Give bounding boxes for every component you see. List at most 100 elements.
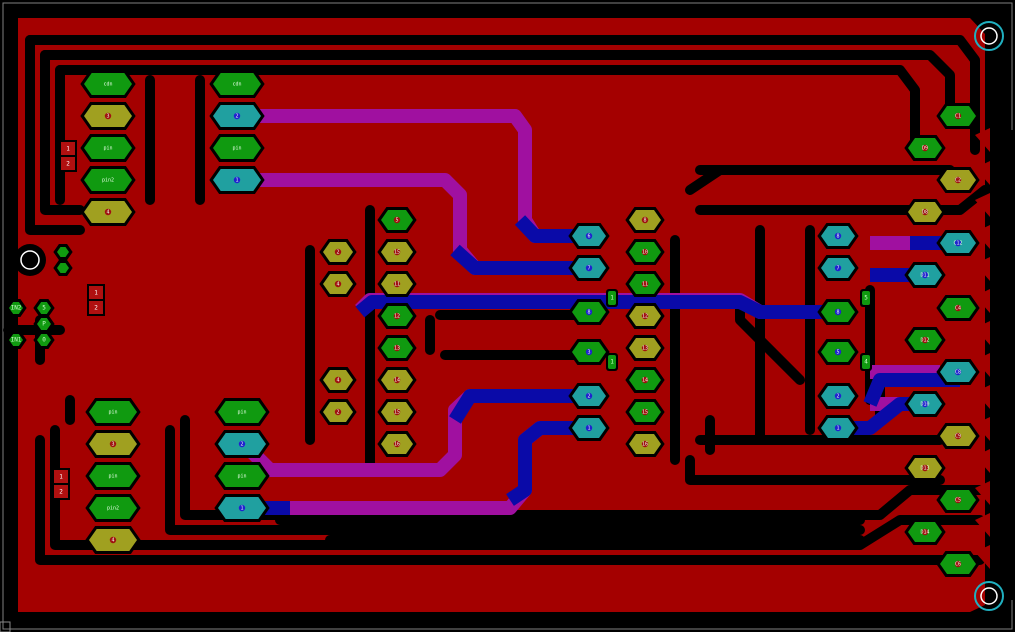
chip-left-pin-middle: 5	[377, 207, 417, 233]
edge-connector-pad: C2	[936, 167, 980, 193]
chip-left-pin-middle-label: 15	[394, 410, 400, 416]
chip-left-pin-outer: 4	[319, 271, 357, 297]
corner-marker	[0, 621, 11, 632]
chip-left-pin-inner: 8	[568, 299, 610, 325]
mounting-hole-left	[14, 244, 46, 276]
left-edge-pad: IN2	[5, 299, 27, 317]
tiny-tab: 4	[860, 353, 872, 371]
left-edge-pad	[53, 244, 73, 260]
connector-pad-top-mid: cdn	[209, 70, 265, 98]
chip-left-pin-middle: 11	[377, 271, 417, 297]
connector-pad-top-mid-label: 1	[235, 178, 238, 184]
left-edge-pad: 5	[33, 299, 55, 317]
chip-left-pin-middle: 12	[377, 303, 417, 329]
chip-left-pin-outer-label: 2	[336, 250, 339, 256]
chip-left-pin-right: 15	[625, 399, 665, 425]
edge-connector-pad-label: C6	[955, 562, 961, 568]
resistor-c-label: 1	[59, 474, 63, 481]
chip-right-pin-right-label: D13	[920, 466, 929, 472]
connector-pad-top-left: 4	[80, 198, 136, 226]
chip-left-pin-outer: 2	[319, 239, 357, 265]
edge-connector-pad: C5	[936, 487, 980, 513]
edge-connector-pad-label: C9	[955, 434, 961, 440]
chip-left-pin-outer: 2	[319, 399, 357, 425]
chip-left-pin-right-label: 15	[642, 410, 648, 416]
tiny-tab-label: 4	[864, 359, 868, 366]
connector-pad-top-mid-label: cdn	[232, 82, 241, 88]
chip-right-pin-right: D9	[904, 135, 946, 161]
chip-right-pin-left-label: 8	[836, 234, 839, 240]
chip-right-pin-right: D11	[904, 262, 946, 288]
left-edge-pad-label: IN1	[11, 337, 22, 344]
chip-left-pin-outer-label: 2	[336, 410, 339, 416]
chip-left-pin-outer-label: 4	[336, 378, 339, 384]
connector-pad-bottom-left: pin	[85, 462, 141, 490]
edge-connector-pad: C4	[936, 295, 980, 321]
connector-pad-bottom-left: 3	[85, 430, 141, 458]
left-edge-pad	[53, 260, 73, 276]
chip-left-pin-right-label: 11	[642, 282, 648, 288]
chip-left-pin-middle-label: 15	[394, 250, 400, 256]
chip-left-pin-middle-label: 5	[395, 218, 398, 224]
chip-left-pin-middle-label: 16	[394, 442, 400, 448]
left-edge-pad-label: 0	[42, 337, 46, 344]
tiny-tab-label: 1	[610, 359, 614, 366]
chip-left-pin-right: 10	[625, 239, 665, 265]
chip-left-pin-inner-label: 3	[587, 350, 590, 356]
tiny-tab-label: 1	[610, 295, 614, 302]
connector-pad-bottom-mid: 2	[214, 430, 270, 458]
chip-left-pin-right-label: 12	[642, 314, 648, 320]
connector-pad-top-left-label: cdn	[103, 82, 112, 88]
connector-pad-top-left: pin2	[80, 166, 136, 194]
resistor-a: 12	[59, 140, 77, 172]
chip-left-pin-inner-label: 7	[587, 266, 590, 272]
chip-right-pin-right: D8	[904, 199, 946, 225]
chip-left-pin-inner: 3	[568, 339, 610, 365]
connector-pad-top-left: 3	[80, 102, 136, 130]
connector-pad-top-mid: 2	[209, 102, 265, 130]
left-edge-pad: P	[33, 315, 55, 333]
chip-left-pin-inner-label: 8	[587, 310, 590, 316]
edge-connector-pad-label: C5	[955, 498, 961, 504]
chip-left-pin-middle: 15	[377, 399, 417, 425]
connector-pad-bottom-left-label: pin2	[107, 506, 119, 512]
edge-connector-pad: C6	[936, 551, 980, 577]
connector-pad-bottom-left-label: 3	[111, 442, 114, 448]
chip-left-pin-inner: 7	[568, 255, 610, 281]
chip-left-pin-inner: 6	[568, 223, 610, 249]
chip-left-pin-middle-label: 13	[394, 346, 400, 352]
edge-connector-pad: C1	[936, 103, 980, 129]
chip-right-pin-right-label: D14	[920, 530, 929, 536]
connector-pad-bottom-left-label: 4	[111, 538, 114, 544]
tiny-tab: 1	[606, 289, 618, 307]
chip-left-pin-right: 13	[625, 335, 665, 361]
edge-connector-pad: C8	[936, 359, 980, 385]
connector-pad-bottom-mid: 1	[214, 494, 270, 522]
chip-right-pin-right-label: D11	[920, 273, 929, 279]
chip-left-pin-right-label: 14	[642, 378, 648, 384]
chip-left-pin-right-label: 13	[642, 346, 648, 352]
chip-right-pin-right: D13	[904, 455, 946, 481]
chip-right-pin-left: 7	[817, 255, 859, 281]
chip-left-pin-inner-label: 6	[587, 234, 590, 240]
chip-right-pin-right-label: D12	[920, 338, 929, 344]
resistor-c: 12	[52, 468, 70, 500]
chip-left-pin-inner: 2	[568, 383, 610, 409]
chip-left-pin-outer-label: 4	[336, 282, 339, 288]
edge-connector-pad: C9	[936, 423, 980, 449]
chip-left-pin-middle-label: 11	[394, 282, 400, 288]
resistor-b-label: 2	[94, 305, 98, 312]
mounting-hole-top-right	[974, 21, 1004, 51]
connector-pad-bottom-mid-label: pin	[237, 474, 246, 480]
chip-left-pin-outer: 4	[319, 367, 357, 393]
resistor-a-label: 2	[66, 161, 70, 168]
chip-left-pin-right: 16	[625, 431, 665, 457]
connector-pad-top-left: pin	[80, 134, 136, 162]
connector-pad-bottom-mid-label: pin	[237, 410, 246, 416]
resistor-c-label: 2	[59, 489, 63, 496]
chip-left-pin-middle-label: 14	[394, 378, 400, 384]
connector-pad-top-mid-label: pin	[232, 146, 241, 152]
connector-pad-bottom-mid-label: 1	[240, 506, 243, 512]
connector-pad-bottom-left: 4	[85, 526, 141, 554]
